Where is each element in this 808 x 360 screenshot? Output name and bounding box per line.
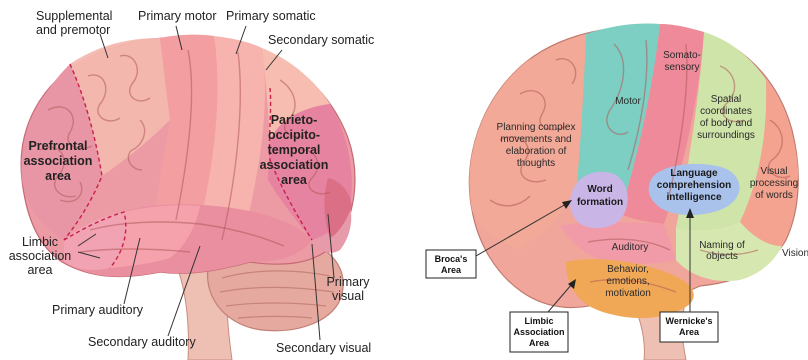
label-secondary-somatic: Secondary somatic: [268, 33, 374, 47]
label-somatosensory: Somato-sensory: [663, 50, 701, 73]
label-secondary-auditory: Secondary auditory: [88, 335, 196, 349]
label-motor: Motor: [615, 96, 641, 107]
label-behavior: Behavior,emotions,motivation: [605, 264, 651, 299]
label-vision: Vision: [782, 248, 808, 259]
label-secondary-visual: Secondary visual: [276, 341, 371, 355]
label-auditory: Auditory: [612, 242, 649, 253]
label-primary-motor: Primary motor: [138, 9, 216, 23]
label-primary-somatic: Primary somatic: [226, 9, 316, 23]
label-primary-auditory: Primary auditory: [52, 303, 144, 317]
